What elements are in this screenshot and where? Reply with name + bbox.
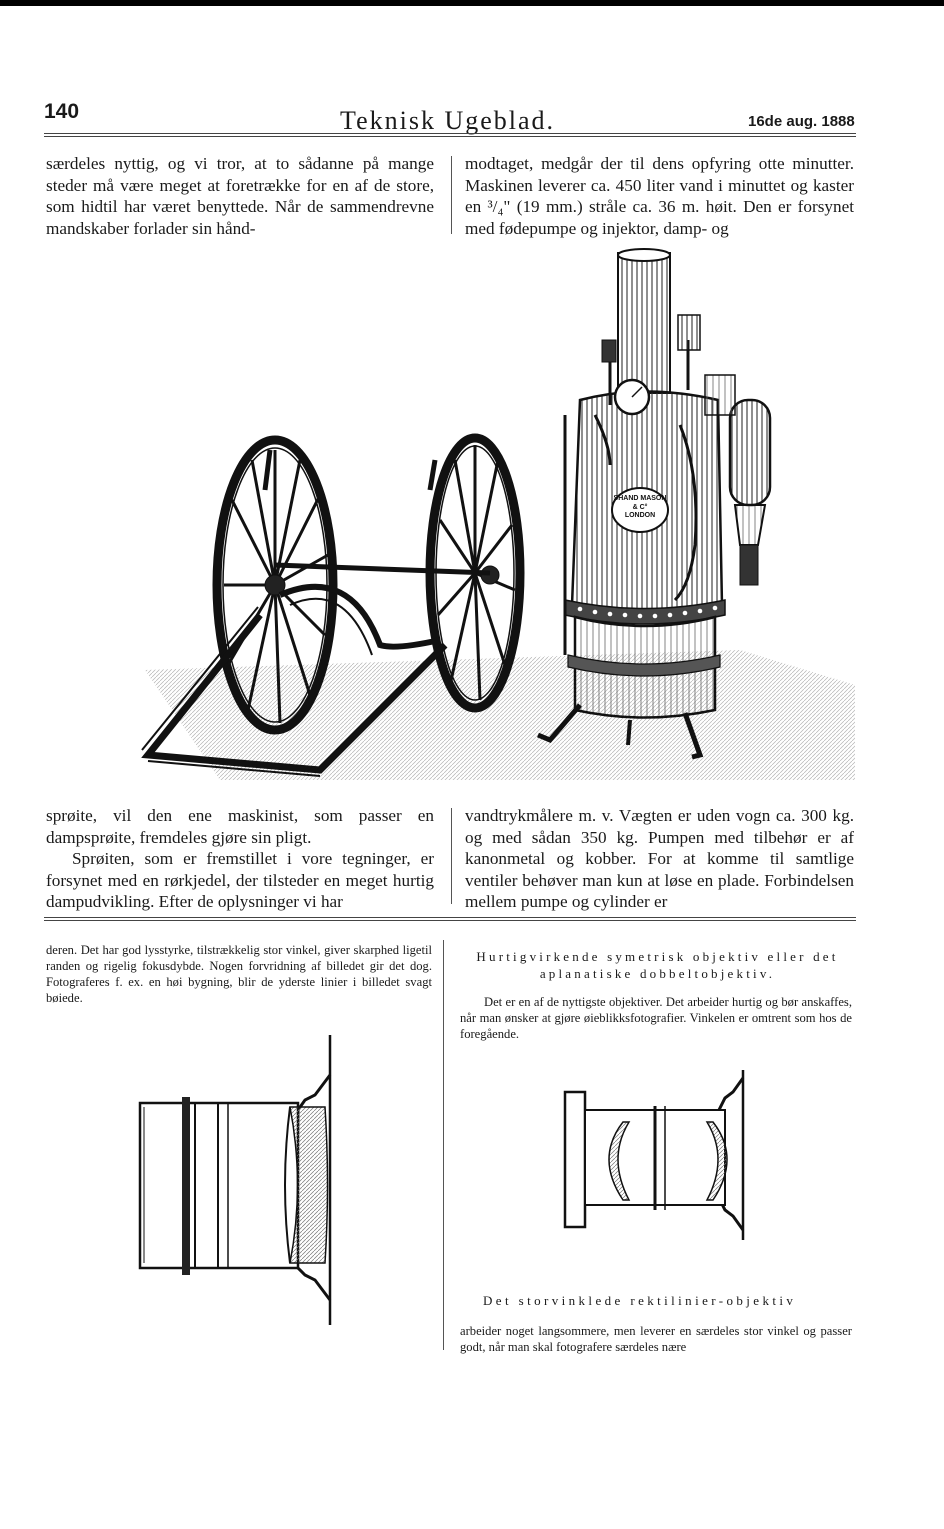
middle-left-column: sprøite, vil den ene maskinist, som pass… <box>46 805 434 913</box>
column-divider-middle <box>451 808 452 904</box>
middle-right-paragraph: vandtrykmålere m. v. Vægten er uden vogn… <box>465 806 854 912</box>
middle-right-column: vandtrykmålere m. v. Vægten er uden vogn… <box>465 805 854 913</box>
lens-paragraph-1: Det er en af de nyttigste objektiver. De… <box>460 995 852 1041</box>
lens-paragraph-2-block: arbeider noget langsommere, men leverer … <box>460 1323 852 1355</box>
page-top-edge <box>0 0 944 6</box>
journal-title: Teknisk Ugeblad. <box>340 106 556 135</box>
lens-heading-1: Hurtigvirkende symetrisk objektiv eller … <box>455 948 860 982</box>
lens-diagram-left <box>130 1035 340 1325</box>
header-rule <box>44 133 856 134</box>
column-divider-lower <box>443 940 444 1350</box>
carriage-wheel-right <box>425 433 525 713</box>
top-right-paragraph: modtaget, medgår der til dens opfyring o… <box>465 154 854 238</box>
lower-left-column: deren. Det har god lysstyrke, tilstrække… <box>46 942 432 1006</box>
lens-heading-2: Det storvinklede rektilinier-objektiv <box>483 1293 797 1308</box>
lens-heading-1-line-1: Hurtigvirkende symetrisk objektiv eller … <box>476 949 839 964</box>
top-right-column: modtaget, medgår der til dens opfyring o… <box>465 153 854 239</box>
nameplate-line: & C° <box>632 503 648 511</box>
nameplate-line: LONDON <box>624 512 656 519</box>
lens-paragraph-2: arbeider noget langsommere, men leverer … <box>460 1324 852 1354</box>
boiler-nameplate: SHAND MASON & C° LONDON <box>610 495 670 521</box>
vertical-boiler <box>537 248 772 760</box>
section-rule-2 <box>44 920 856 921</box>
steam-fire-engine-illustration: SHAND MASON & C° LONDON <box>140 245 860 790</box>
top-left-column: særdeles nyttig, og vi tror, at to sådan… <box>46 153 434 239</box>
lower-left-paragraph: deren. Det har god lysstyrke, tilstrække… <box>46 943 432 1005</box>
lens-heading-1-line-2: aplanatiske dobbeltobjektiv. <box>539 966 776 981</box>
nameplate-line: SHAND MASON <box>613 495 667 502</box>
top-left-paragraph: særdeles nyttig, og vi tror, at to sådan… <box>46 154 434 238</box>
middle-left-paragraph-1: sprøite, vil den ene maskinist, som pass… <box>46 806 434 847</box>
page-number: 140 <box>44 100 80 123</box>
middle-left-paragraph-2: Sprøiten, som er fremstillet i vore tegn… <box>46 849 434 912</box>
section-rule <box>44 917 856 918</box>
header-rule-2 <box>44 136 856 137</box>
carriage-frame <box>141 449 491 777</box>
lens-paragraph-1-block: Det er en af de nyttigste objektiver. De… <box>460 994 852 1042</box>
issue-date: 16de aug. 1888 <box>748 113 855 130</box>
column-divider-top <box>451 156 452 234</box>
lens-diagram-right <box>555 1070 755 1240</box>
